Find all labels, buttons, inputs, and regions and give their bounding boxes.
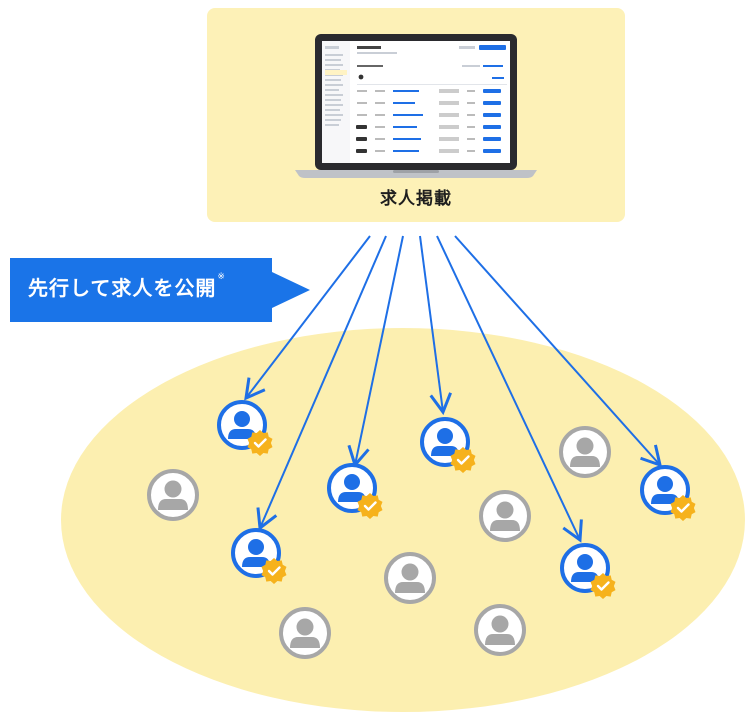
gray-user-icon xyxy=(479,490,531,542)
gray-user-icon xyxy=(279,607,331,659)
notification-arrows xyxy=(244,235,663,543)
gray-user-icon xyxy=(474,604,526,656)
laptop-illustration xyxy=(295,34,537,178)
banner-note-mark: ※ xyxy=(217,272,226,282)
banner-text: 先行して求人を公開 xyxy=(28,276,217,300)
gray-user-icon xyxy=(384,552,436,604)
gray-user-icon xyxy=(147,469,199,521)
job-posting-label: 求人掲載 xyxy=(380,189,452,209)
job-posting-panel: 求人掲載 xyxy=(207,8,625,222)
banner-shape xyxy=(10,258,310,322)
gray-user-icon xyxy=(559,426,611,478)
candidate-pool-ellipse xyxy=(61,328,745,712)
banner-label: 先行して求人を公開※ xyxy=(28,272,226,301)
